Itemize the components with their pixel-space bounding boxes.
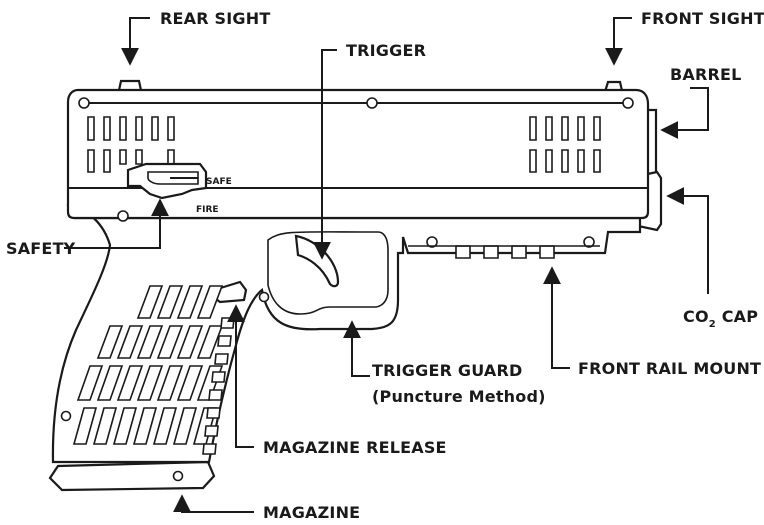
slide-screw [366, 97, 378, 109]
slide-shape [66, 88, 650, 220]
frame-screw [583, 236, 595, 248]
label-front-sight: FRONT SIGHT [641, 9, 764, 28]
grip-screw [60, 410, 72, 422]
rear-serrations [87, 116, 175, 173]
label-co2-suffix: CAP [716, 307, 758, 326]
label-rear-sight: REAR SIGHT [160, 9, 270, 28]
label-magazine-release: MAGAZINE RELEASE [263, 438, 447, 457]
front-serrations [529, 116, 601, 173]
label-co2-subscript: 2 [709, 319, 716, 330]
magazine-screw [172, 470, 184, 482]
label-co2-cap: CO2 CAP [683, 307, 758, 330]
label-magazine: MAGAZINE [263, 503, 360, 522]
frame-screw [258, 291, 270, 303]
pistol-illustration [48, 79, 663, 492]
label-front-rail-mount: FRONT RAIL MOUNT [578, 359, 761, 378]
label-puncture-method: (Puncture Method) [372, 387, 546, 406]
label-safe: SAFE [206, 177, 232, 187]
magazine-shape [48, 460, 216, 492]
label-co2-prefix: CO [683, 307, 709, 326]
grip-texture [72, 285, 235, 455]
slide-screw [78, 97, 90, 109]
frame-screw [117, 210, 129, 222]
label-trigger: TRIGGER [346, 41, 426, 60]
label-safety: SAFETY [6, 239, 76, 258]
label-fire: FIRE [196, 205, 219, 215]
slide-screw [622, 97, 634, 109]
label-trigger-guard: TRIGGER GUARD [372, 361, 523, 380]
label-barrel: BARREL [670, 65, 742, 84]
callout-lines [64, 17, 709, 513]
front-rail [408, 245, 600, 259]
frame-screw [426, 236, 438, 248]
